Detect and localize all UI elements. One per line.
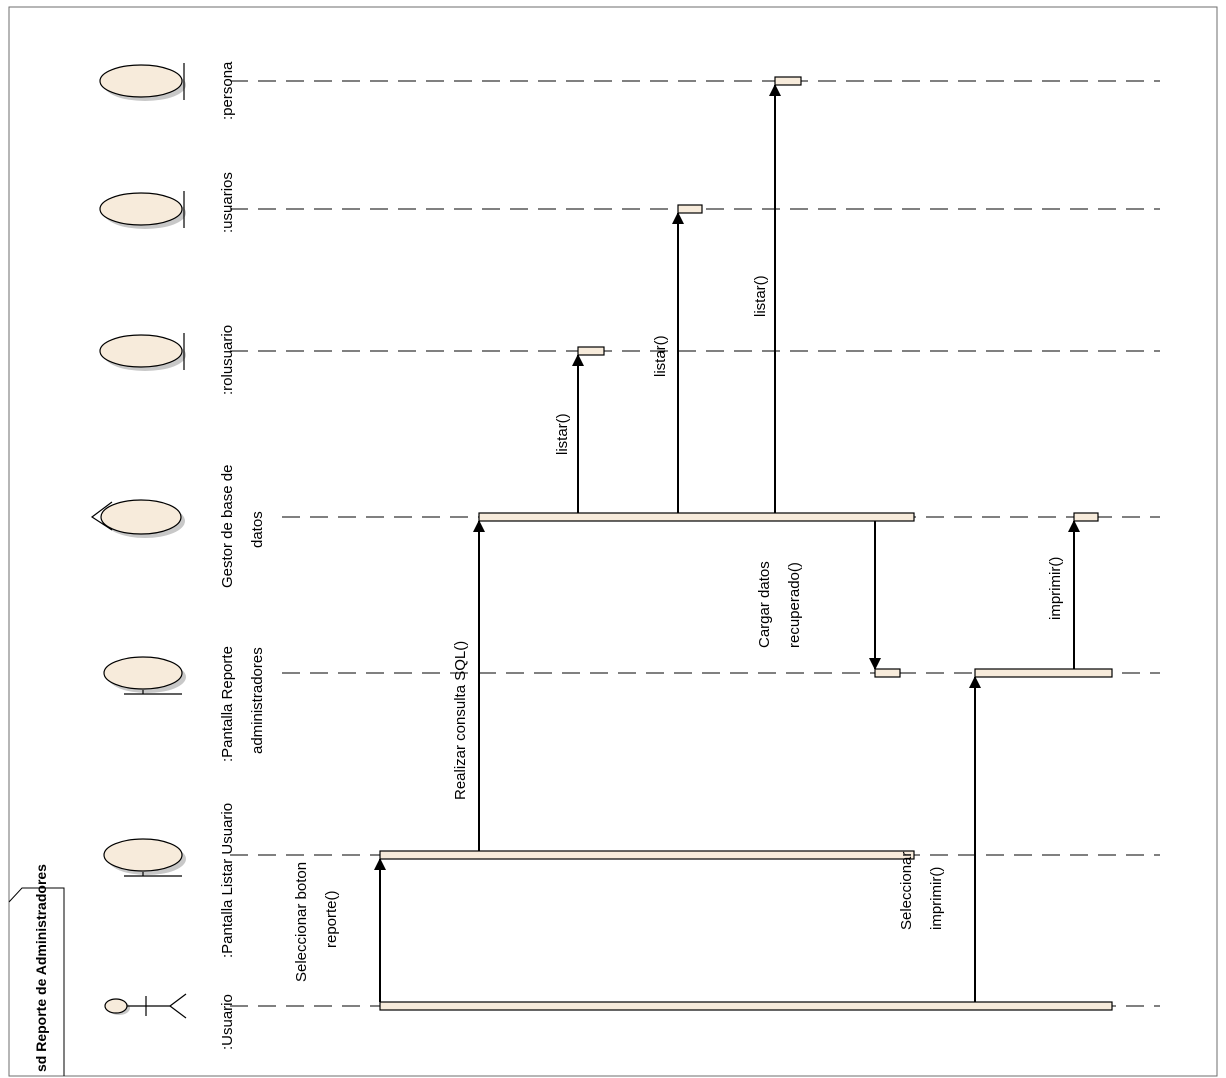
lifeline-label-usuario: :Usuario [219,994,236,1050]
message-label-m4: listar() [652,335,669,377]
activation-persona [774,76,802,86]
entity-icon [99,63,186,101]
diagram-title-tab: sd Reporte de Administradores [8,864,65,1076]
diagram-frame [8,6,1218,1077]
activation-reporte-load [874,668,901,678]
lifeline-label-usuarios: :usuarios [219,172,236,233]
boundary-icon [103,838,186,877]
message-label-m2: Realizar consulta SQL() [452,641,469,800]
entity-icon [99,191,186,229]
actor-icon [104,993,187,1019]
boundary-icon [103,656,186,695]
activation-rolusuario [577,346,605,356]
activation-usuario [379,1001,1113,1011]
activation-usuarios [677,204,703,214]
message-label-m7: Seleccionar imprimir() [898,847,945,930]
message-label-m6: Cargar datos recuperado() [756,557,803,648]
lifeline-label-gestor: Gestor de base de datos [219,460,266,588]
lifeline-label-reporte: :Pantalla Reporte administradores [219,642,266,762]
lifeline-label-rolusuario: :rolusuario [219,325,236,395]
activation-reporte-print [974,668,1113,678]
activation-gestor [478,512,915,522]
entity-icon [99,333,186,371]
lifeline-label-listar: :Pantalla Listar Usuario [219,803,236,958]
lifeline-label-persona: :persona [219,61,236,120]
message-label-m3: listar() [554,413,571,455]
control-icon [90,499,185,538]
message-label-m5: listar() [752,275,769,317]
message-label-m8: imprimir() [1047,557,1064,620]
activation-listar [379,850,915,860]
activation-gestor-print [1073,512,1099,522]
diagram-title: sd Reporte de Administradores [33,864,49,1072]
message-label-m1: Seleccionar boton reporte() [293,858,340,982]
